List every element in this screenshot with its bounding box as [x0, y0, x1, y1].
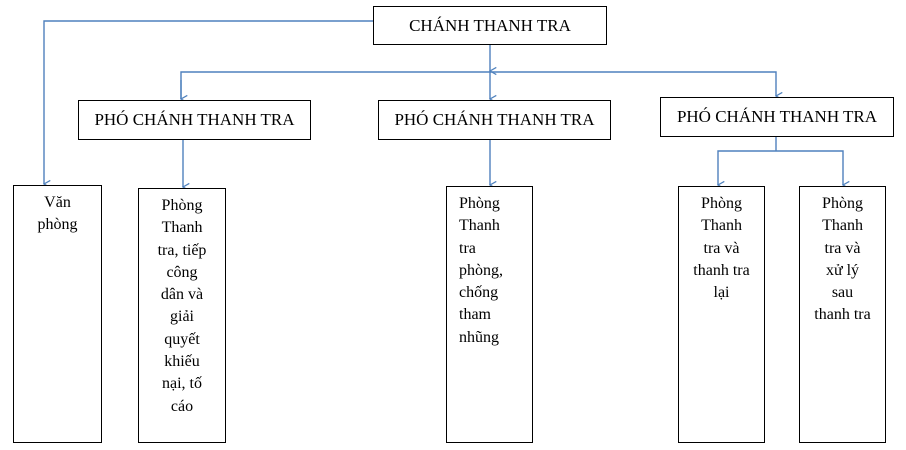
- unit-box-anti-corruption: Phòng Thanh tra phòng, chống tham nhũng: [446, 186, 533, 443]
- unit-text-line: dân và: [160, 286, 204, 304]
- unit-text-line: nại, tố: [162, 375, 202, 393]
- unit-text-line: Văn: [44, 194, 71, 211]
- unit-text-line: tra: [459, 239, 476, 257]
- connector-deputy-3-to-unit-5: [776, 150, 843, 185]
- unit-text-line: Phòng: [459, 195, 500, 212]
- unit-text-line: Thanh: [822, 217, 863, 235]
- unit-text-line: quyết: [164, 330, 200, 348]
- unit-text-line: cáo: [170, 397, 194, 415]
- connector-chief-to-office: [44, 20, 373, 184]
- unit-box-post-inspection: Phòng Thanh tra và xử lý sau thanh tra: [799, 186, 886, 443]
- unit-text-line: phòng: [37, 216, 78, 234]
- connector-deputy-3-to-unit-4: [718, 150, 776, 185]
- unit-text-line: tra, tiếp: [157, 241, 207, 259]
- unit-box-citizen-complaints: Phòng Thanh tra, tiếp công dân và giải q…: [138, 188, 226, 443]
- unit-text-line: chống: [459, 284, 499, 302]
- unit-text-line: lại: [713, 284, 730, 302]
- unit-text-line: tra và: [824, 239, 861, 257]
- unit-text-line: Phòng: [161, 197, 203, 214]
- unit-text-line: sau: [831, 284, 854, 302]
- deputy-inspector-label: PHÓ CHÁNH THANH TRA: [676, 107, 878, 126]
- unit-text-line: Thanh: [701, 217, 742, 235]
- deputy-inspector-box-1: PHÓ CHÁNH THANH TRA: [78, 100, 311, 140]
- unit-box-office: Văn phòng: [13, 185, 102, 443]
- deputy-inspector-box-3: PHÓ CHÁNH THANH TRA: [660, 97, 894, 137]
- unit-text-line: công: [166, 263, 198, 281]
- unit-text-line: giải: [170, 308, 194, 326]
- unit-text-line: Thanh: [459, 217, 500, 235]
- deputy-inspector-label: PHÓ CHÁNH THANH TRA: [394, 110, 595, 129]
- unit-text-line: Thanh: [161, 219, 203, 237]
- unit-text-line: nhũng: [459, 328, 499, 346]
- deputy-inspector-box-2: PHÓ CHÁNH THANH TRA: [378, 100, 611, 140]
- unit-text-line: thanh tra: [693, 261, 750, 279]
- unit-text-line: xử lý: [825, 261, 860, 279]
- unit-text-line: Phòng: [822, 195, 863, 212]
- unit-text-line: thanh tra: [814, 306, 871, 324]
- deputy-inspector-label: PHÓ CHÁNH THANH TRA: [94, 110, 295, 129]
- unit-text-line: tham: [459, 306, 491, 324]
- chief-inspector-box: CHÁNH THANH TRA: [373, 6, 607, 45]
- connector-deputy-bus: [180, 71, 776, 99]
- unit-text-line: Phòng: [701, 195, 742, 212]
- unit-box-reinspection: Phòng Thanh tra và thanh tra lại: [678, 186, 765, 443]
- chief-inspector-label: CHÁNH THANH TRA: [409, 15, 571, 35]
- unit-text-line: tra và: [703, 239, 740, 257]
- unit-text-line: khiếu: [164, 353, 200, 371]
- unit-text-line: phòng,: [459, 261, 503, 279]
